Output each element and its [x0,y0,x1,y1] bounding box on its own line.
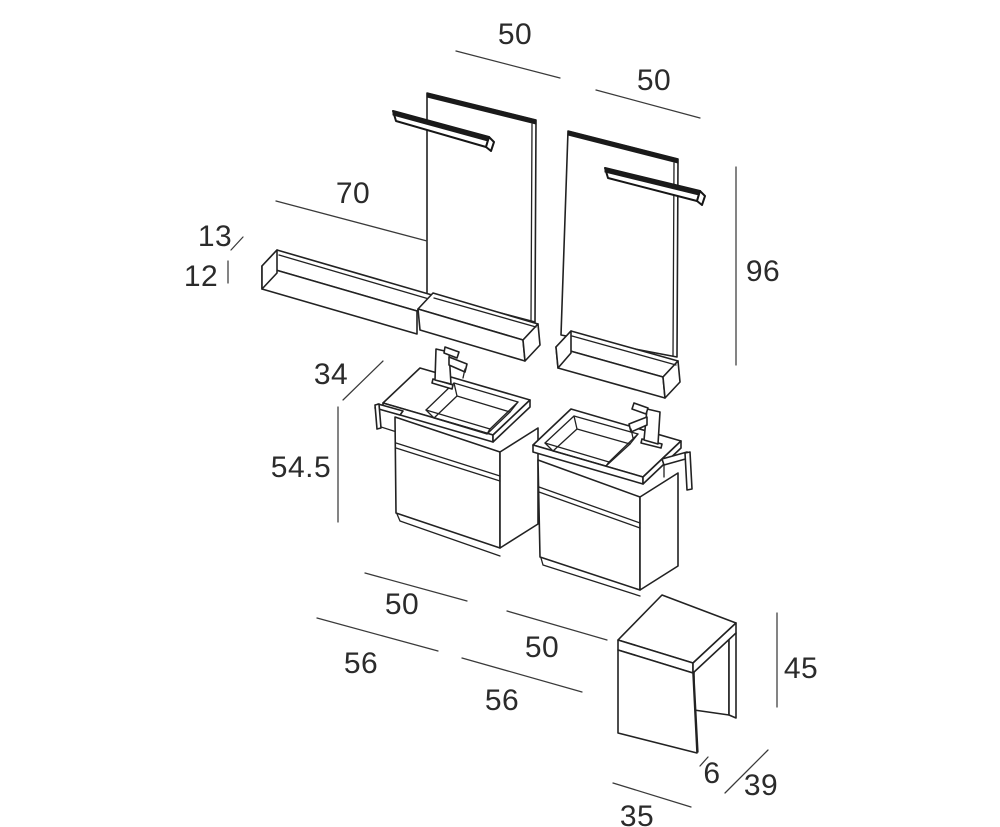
dim-washbasin-right-width: 56 [485,684,519,717]
faucet-lever [631,402,649,415]
light-bar-right-end-cap [696,190,706,206]
vanity-left-counter-side [492,399,531,443]
wall-shelf-top-inner-line [278,254,430,300]
vanity-right-faucet [628,402,663,449]
dimline-cabinet-left-width [364,572,468,602]
vanity-left-towel-bar [374,403,404,435]
vanity-left-cabinet-side [499,427,539,549]
mirror-left-shelf-right-end [522,323,541,362]
vanity-right-drawer-groove [538,486,641,529]
towel-bar-bracket [374,403,382,430]
wall-shelf [261,249,433,335]
faucet-spout-tip [630,428,634,439]
light-bar-right [604,167,706,206]
stool-left-leg-face [617,649,698,754]
faucet-body [643,408,661,445]
dim-mirror-height: 96 [746,255,780,288]
dimline-mirror-right-width [595,89,701,119]
stool-right-leg-edge [728,627,737,719]
dim-cabinet-left-width: 50 [385,588,419,621]
vanity-left-cabinet-bottom [396,513,501,557]
vanity-right-basin [544,415,639,467]
mirror-left [426,92,537,323]
mirror-left-shelf [417,292,541,362]
vanity-right-towel-bar [661,451,693,491]
dim-wall-shelf-height: 12 [184,260,218,293]
mirror-right-shelf-left-end [555,330,572,369]
vanity-left-basin [425,382,519,435]
dim-cabinet-right-width: 50 [525,631,559,664]
dimtick-wall-shelf-depth [230,236,244,251]
stool [617,594,737,754]
vanity-right-cabinet-bottom [540,557,641,597]
dimline-stool-width [612,782,692,808]
dim-wall-shelf-length: 70 [336,177,370,210]
dimline-wall-shelf-length [275,200,428,242]
dim-stool-depth: 39 [744,769,778,802]
mirror-right-shelf-inner-line [571,335,677,366]
mirror-right-shelf-right-end [662,360,681,399]
dim-washbasin-left-width: 56 [344,647,378,680]
faucet-spout-tip [462,368,466,379]
wall-shelf-left-end [261,249,278,290]
mirror-right-top-edge [567,130,679,164]
faucet-spout [628,416,648,433]
dimline-stool-depth [724,749,769,794]
mirror-left-shelf-inner-line [433,297,537,328]
vanity-left-drawer-groove [395,442,501,482]
vanity-right-counter-side [642,440,682,485]
dim-mirror-left-width: 50 [498,18,532,51]
dimline-washbasin-left-width [316,617,439,652]
dim-cabinet-height: 54.5 [271,451,331,484]
stool-left-leg-edge-line [693,675,699,753]
dim-washbasin-depth: 34 [314,358,348,391]
faucet-spout [448,356,468,373]
dimline-washbasin-depth [342,360,384,401]
vanity-left-faucet [431,346,468,390]
dimension-annotations: 50 50 70 13 12 96 34 54.5 50 56 50 56 45… [184,18,818,827]
dimline-mirror-left-width [455,50,561,79]
towel-bar-bracket [684,451,693,491]
vanity-left [374,346,539,557]
dimtick-stool-thickness [699,756,709,767]
dimline-washbasin-right-width [461,657,583,693]
light-bar-left [392,110,495,152]
dim-stool-height: 45 [784,652,818,685]
dim-wall-shelf-depth: 13 [198,220,232,253]
mirror-left-top-edge [426,92,537,125]
mirror-right-panel [560,130,679,358]
vanity-right [532,402,693,597]
basin-wall-edge [544,415,639,467]
vanity-right-cabinet-side [639,472,679,591]
light-bar-left-end-cap [485,136,495,152]
basin-wall-edge [425,382,519,435]
mirror-left-right-edge [530,123,533,322]
dim-mirror-right-width: 50 [637,64,671,97]
dimline-cabinet-right-width [506,610,608,641]
mirror-right-shelf [555,330,681,399]
stool-seat-front-right-band [692,622,737,674]
faucet-lever [443,346,460,359]
dim-stool-thickness: 6 [703,757,720,790]
dim-stool-width: 35 [620,800,654,827]
mirror-right [560,130,679,358]
